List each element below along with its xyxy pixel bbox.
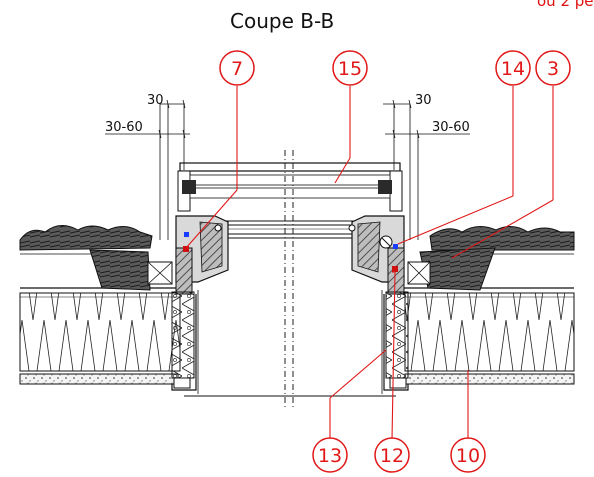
callout-14: 14: [495, 50, 531, 86]
section-drawing: Coupe B-B ou 2 pe: [19, 0, 594, 473]
callout-15: 15: [332, 50, 368, 86]
callout-3-label: 3: [547, 58, 559, 80]
flashing-left: [89, 249, 151, 291]
dimension-labels: 30 30-60 30 30-60: [105, 93, 470, 135]
section-svg: 30 30-60 30 30-60 7: [19, 50, 575, 473]
seal-red-right: [392, 266, 398, 272]
roof-tile-left: [19, 225, 153, 251]
callout-15-label: 15: [338, 58, 362, 80]
shaft-panel-right: [385, 291, 409, 379]
drawing-title: Coupe B-B: [230, 9, 335, 33]
insulation-right: [404, 292, 575, 372]
callout-3: 3: [535, 50, 571, 86]
corner-note: ou 2 pe: [537, 0, 594, 10]
callout-10-label: 10: [456, 445, 480, 467]
dimension-lines: [105, 99, 470, 240]
ceiling-board-left: [19, 373, 179, 385]
seal-blue-left: [184, 232, 189, 237]
callout-12-label: 12: [380, 445, 404, 467]
callout-13: 13: [312, 437, 348, 473]
callout-7-label: 7: [231, 58, 243, 80]
dim-right-30: 30: [415, 93, 432, 108]
shaft-lining: [171, 290, 409, 397]
seal-blue-right: [393, 244, 398, 249]
callout-13-label: 13: [318, 445, 342, 467]
ceiling-board-right: [404, 373, 575, 385]
seal-red-left: [183, 246, 189, 252]
callout-10: 10: [450, 437, 486, 473]
dim-right-30-60: 30-60: [432, 120, 470, 135]
callout-14-label: 14: [501, 58, 525, 80]
callouts: 7 15 14 3 13 12: [219, 50, 571, 473]
roof-tile-right: [429, 226, 575, 251]
callout-leaders: [185, 86, 554, 441]
callout-12: 12: [374, 437, 410, 473]
roof-structure: [19, 253, 575, 385]
dim-left-30: 30: [147, 93, 164, 108]
roof-tiles: [19, 225, 575, 291]
insulation-left: [19, 292, 181, 372]
dim-left-30-60: 30-60: [105, 120, 143, 135]
shaft-panel-left: [171, 291, 195, 379]
callout-7: 7: [219, 50, 255, 86]
window-frame: [175, 162, 405, 295]
break-lines: [284, 150, 294, 410]
